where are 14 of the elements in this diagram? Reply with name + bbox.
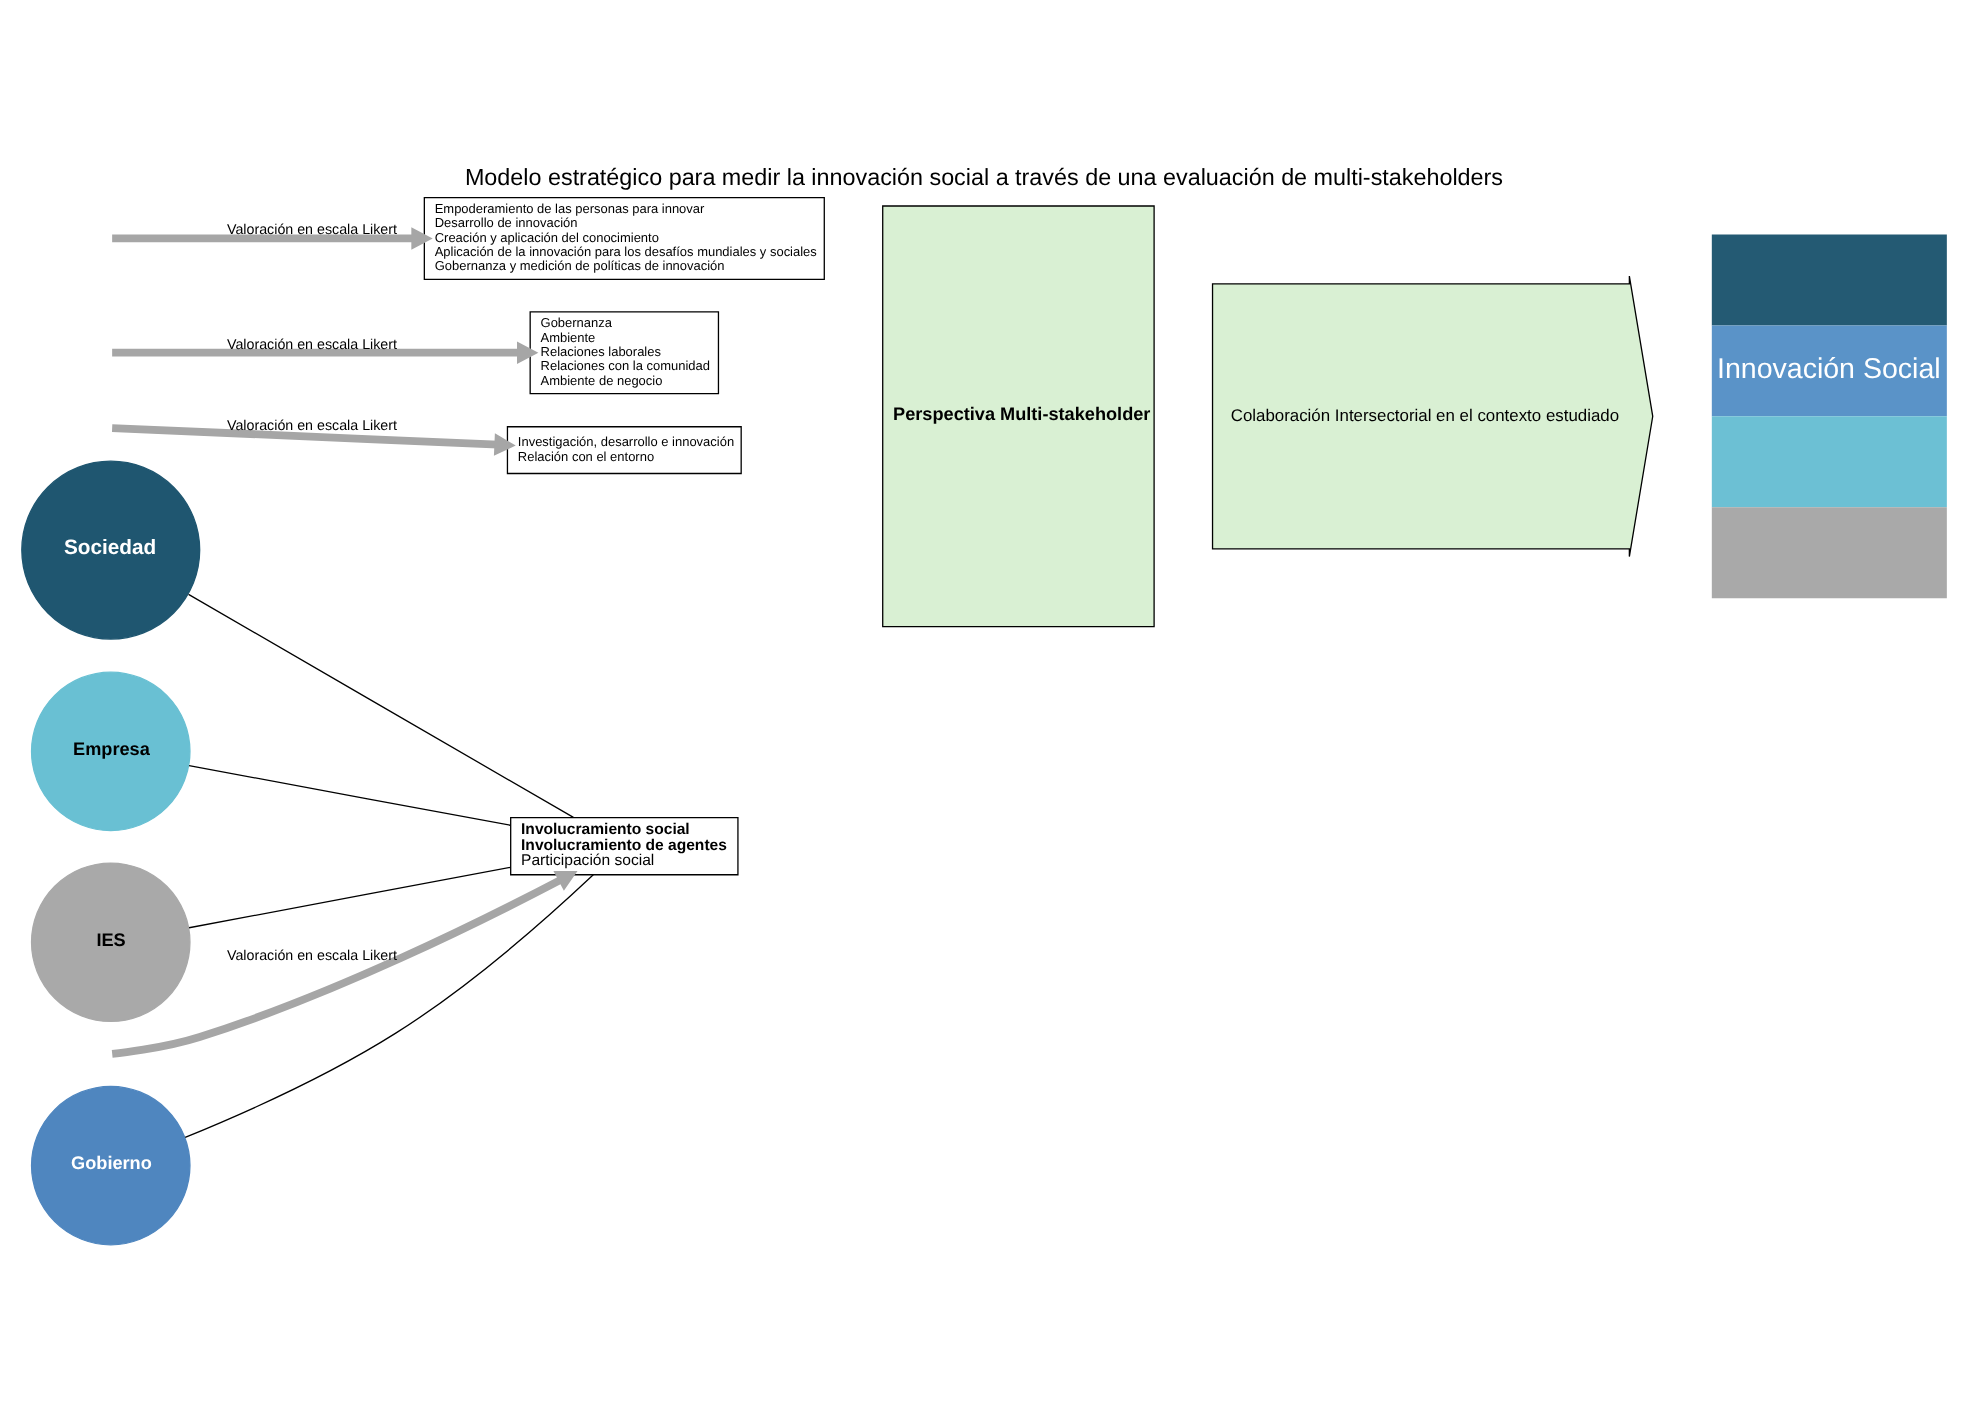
arrow — [112, 226, 433, 249]
node-circle: Sociedad — [21, 459, 201, 639]
node-box: Perspectiva Multi-stakeholder — [882, 204, 1155, 627]
node-circle: Gobierno — [30, 1084, 191, 1245]
arrow — [111, 423, 516, 455]
arrow — [112, 340, 539, 363]
connector — [188, 865, 511, 928]
node-circle: Empresa — [30, 670, 191, 831]
connector — [187, 592, 575, 818]
diagram-title: Modelo estratégico para medir la innovación social a través de una evaluación de multi-stakeholders — [464, 164, 1504, 191]
node-circle: IES — [30, 861, 191, 1022]
connector — [184, 873, 594, 1138]
connector — [188, 764, 511, 825]
arrow — [111, 869, 578, 1057]
